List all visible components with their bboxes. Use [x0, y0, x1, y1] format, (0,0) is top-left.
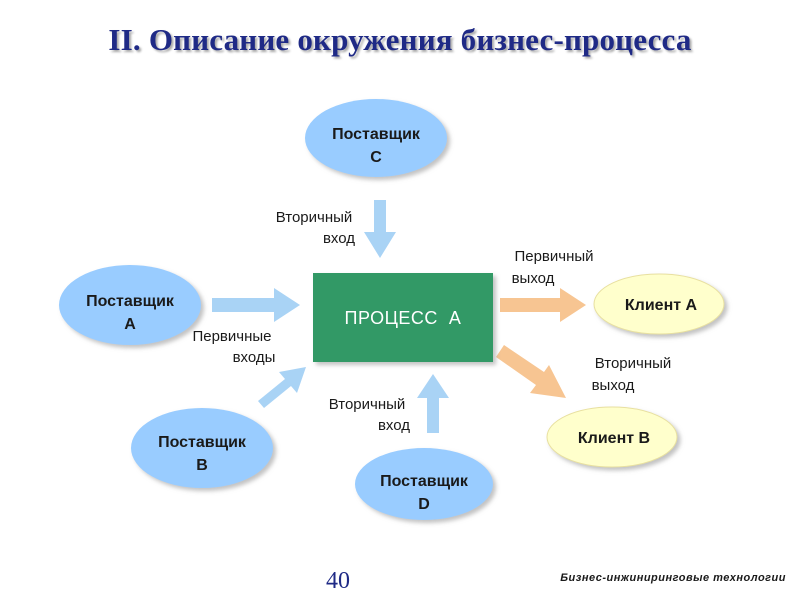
supplier-a-node: Поставщик А: [59, 265, 201, 345]
primary-output-arrow: [500, 288, 586, 322]
client-b-node: Клиент В: [546, 406, 678, 468]
primary-inputs-line2: входы: [233, 349, 276, 366]
supplier-c-line1: Поставщик: [332, 126, 421, 143]
supplier-a-line2: А: [124, 316, 136, 333]
client-a-label: Клиент А: [625, 297, 698, 314]
primary-inputs-line1: Первичные: [192, 328, 271, 345]
primary-inputs-label: Первичные входы: [192, 328, 275, 366]
supplier-a-line1: Поставщик: [86, 293, 175, 310]
secondary-output-line2: выход: [592, 377, 635, 394]
primary-input-a-arrow: [212, 288, 300, 322]
process-a-node: ПРОЦЕСС А: [313, 273, 493, 362]
process-a-label: ПРОЦЕСС А: [345, 308, 462, 328]
secondary-input-top-arrow: [364, 200, 396, 258]
supplier-c-line2: С: [370, 149, 382, 166]
primary-input-b-arrow: [258, 367, 306, 408]
supplier-d-line2: D: [418, 496, 430, 513]
secondary-output-line1: Вторичный: [595, 355, 672, 372]
secondary-input-bottom-line2: вход: [378, 417, 410, 434]
slide-title: II. Описание окружения бизнес-процесса: [108, 22, 692, 57]
page-number: 40: [326, 568, 350, 594]
secondary-input-top-label: Вторичный вход: [276, 209, 356, 247]
secondary-output-label: Вторичный выход: [592, 355, 672, 394]
secondary-input-bottom-label: Вторичный вход: [329, 396, 411, 434]
supplier-d-line1: Поставщик: [380, 473, 469, 490]
primary-output-line1: Первичный: [514, 248, 593, 265]
supplier-d-node: Поставщик D: [355, 448, 493, 520]
supplier-b-line2: В: [196, 457, 208, 474]
secondary-output-arrow: [496, 345, 566, 398]
secondary-input-bottom-arrow: [417, 374, 449, 433]
client-a-node: Клиент А: [593, 273, 725, 335]
supplier-c-node: Поставщик С: [305, 99, 447, 177]
secondary-input-top-line2: вход: [323, 230, 355, 247]
primary-output-line2: выход: [512, 270, 555, 287]
primary-output-label: Первичный выход: [512, 248, 594, 287]
footer-caption: Бизнес-инжиниринговые технологии: [560, 572, 786, 584]
secondary-input-top-line1: Вторичный: [276, 209, 353, 226]
secondary-input-bottom-line1: Вторичный: [329, 396, 406, 413]
supplier-b-node: Поставщик В: [131, 408, 273, 488]
client-b-label: Клиент В: [578, 430, 650, 447]
supplier-b-line1: Поставщик: [158, 434, 247, 451]
